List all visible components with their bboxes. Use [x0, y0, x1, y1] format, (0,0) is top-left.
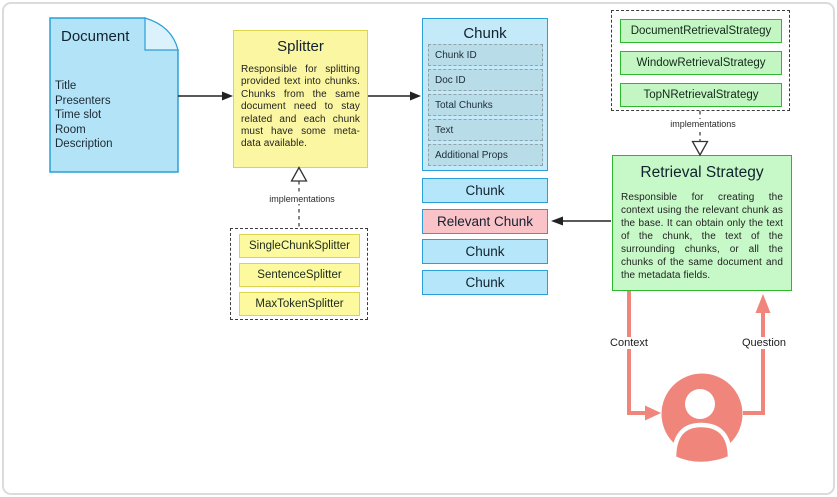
splitter-implementation-item: MaxTokenSplitter [239, 292, 360, 316]
question-label: Question [734, 337, 794, 349]
splitter-title: Splitter [277, 38, 324, 55]
context-label: Context [599, 337, 659, 349]
document-field: Description [55, 138, 113, 151]
retrieval-strategy-node: Retrieval Strategy Responsible for creat… [612, 155, 792, 291]
retrieval-strategy-description: Responsible for creating the context usi… [621, 192, 783, 281]
splitter-implementation-item: SingleChunkSplitter [239, 234, 360, 258]
chunk-node: Chunk Chunk ID Doc ID Total Chunks Text … [422, 18, 548, 171]
splitter-implementations-group: SingleChunkSplitter SentenceSplitter Max… [230, 228, 368, 320]
document-node: Document Title Presenters Time slot Room… [49, 17, 179, 173]
context-arrow [627, 291, 661, 421]
document-field: Time slot [55, 109, 102, 122]
arrow-strategy-to-relevant-chunk [551, 216, 611, 226]
chunk-list-item: Chunk [422, 178, 548, 203]
relevant-chunk-item: Relevant Chunk [422, 209, 548, 234]
retrieval-implementation-item: WindowRetrievalStrategy [620, 51, 782, 75]
arrow-splitter-to-chunk [368, 91, 421, 101]
retrieval-strategy-title: Retrieval Strategy [640, 164, 764, 181]
chunk-list-item: Chunk [422, 239, 548, 264]
document-shape-icon [49, 17, 179, 173]
chunk-field: Text [428, 119, 543, 141]
chunk-title: Chunk [463, 25, 507, 42]
splitter-implementation-item: SentenceSplitter [239, 263, 360, 287]
chunk-field: Chunk ID [428, 44, 543, 66]
person-icon [661, 373, 743, 467]
arrow-document-to-splitter [178, 91, 233, 101]
chunk-field: Doc ID [428, 69, 543, 91]
document-field: Room [55, 123, 86, 136]
question-arrow [743, 294, 771, 415]
chunk-list-item: Chunk [422, 270, 548, 295]
document-field: Title [55, 80, 77, 92]
inheritance-triangle-icon [691, 111, 709, 157]
document-title: Document [61, 28, 130, 45]
document-field: Presenters [55, 94, 111, 107]
document-fields: Title Presenters Time slot Room Descript… [55, 79, 113, 152]
splitter-description: Responsible for splitting provided text … [241, 64, 360, 150]
splitter-implementations-label: implementations [254, 194, 350, 204]
chunk-field: Total Chunks [428, 94, 543, 116]
retrieval-implementation-item: DocumentRetrievalStrategy [620, 19, 782, 43]
retrieval-implementation-item: TopNRetrievalStrategy [620, 83, 782, 107]
chunk-field: Additional Props [428, 144, 543, 166]
retrieval-implementations-label: implementations [655, 119, 751, 129]
retrieval-implementations-group: DocumentRetrievalStrategy WindowRetrieva… [611, 10, 790, 111]
splitter-node: Splitter Responsible for splitting provi… [233, 30, 368, 168]
